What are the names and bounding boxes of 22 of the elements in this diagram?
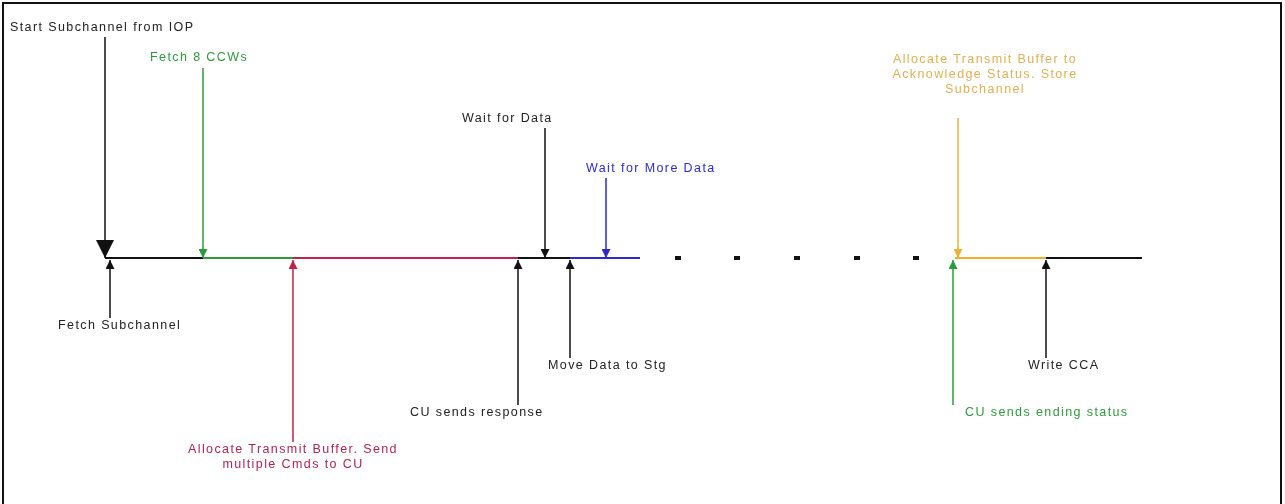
event-label: CU sends response [410,405,544,420]
event-label: Allocate Transmit Buffer. Send multiple Cmds to CU [168,442,418,472]
event-label: Write CCA [1028,358,1100,373]
event-label: Start Subchannel from IOP [10,20,195,35]
leader-arrow [105,259,115,319]
leader-arrow [601,177,611,259]
event-label: CU sends ending status [965,405,1129,420]
event-label: Move Data to Stg [548,358,667,373]
leader-arrow [953,117,963,259]
event-label: Wait for More Data [586,161,716,176]
leader-arrow [198,67,208,259]
leader-arrow [513,259,523,406]
event-label: Allocate Transmit Buffer to Acknowledge Status. Store Subchannel [865,52,1105,97]
leader-arrow [948,259,958,406]
leader-arrow [96,36,114,259]
event-label: Fetch Subchannel [58,318,182,333]
leader-arrow [288,259,298,443]
leader-arrow [565,259,575,359]
leader-arrow [540,127,550,259]
event-label: Wait for Data [462,111,553,126]
leader-arrow [1041,259,1051,359]
event-label: Fetch 8 CCWs [150,50,249,65]
